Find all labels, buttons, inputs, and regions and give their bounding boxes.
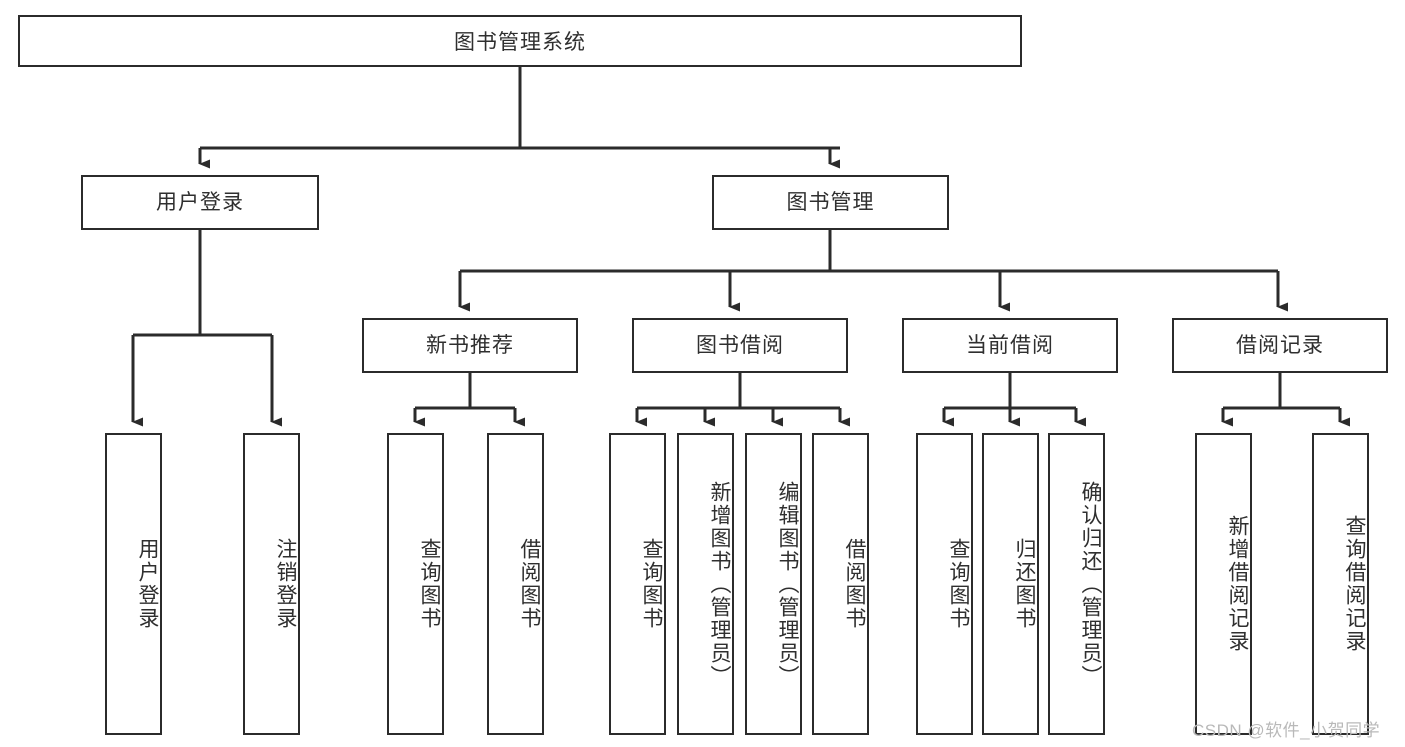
node-leaf-borrow-add-book-label: 新增图书（管理员）	[708, 480, 731, 688]
node-leaf-newbook-query-label: 查询图书	[418, 538, 441, 630]
node-leaf-record-add-label: 新增借阅记录	[1226, 515, 1249, 653]
node-leaf-user-logout[interactable]: 注销登录	[243, 433, 300, 735]
node-current-borrow-label: 当前借阅	[966, 333, 1054, 357]
watermark-text: CSDN @软件_小贺同学	[1192, 721, 1381, 740]
edge-login-to-leaves	[131, 230, 282, 427]
node-leaf-borrow-lend-book[interactable]: 借阅图书	[812, 433, 869, 735]
node-root-label: 图书管理系统	[454, 31, 586, 54]
node-leaf-user-logout-label: 注销登录	[274, 538, 297, 630]
node-book-borrow[interactable]: 图书借阅	[632, 318, 848, 373]
node-leaf-current-return-label: 归还图书	[1013, 538, 1036, 630]
node-leaf-current-confirm-return[interactable]: 确认归还（管理员）	[1048, 433, 1105, 735]
edge-records-to-leaves	[1221, 373, 1350, 427]
node-leaf-user-login-label: 用户登录	[136, 538, 159, 630]
node-book-management[interactable]: 图书管理	[712, 175, 949, 230]
node-book-management-label: 图书管理	[786, 190, 875, 214]
edge-bookmgmt-to-level3	[458, 230, 1288, 312]
edge-borrow-to-leaves	[635, 373, 850, 427]
node-leaf-borrow-lend-book-label: 借阅图书	[843, 538, 866, 630]
node-leaf-record-query[interactable]: 查询借阅记录	[1312, 433, 1369, 735]
node-leaf-borrow-query-label: 查询图书	[640, 538, 663, 630]
node-current-borrow[interactable]: 当前借阅	[902, 318, 1118, 373]
node-leaf-current-confirm-return-label: 确认归还（管理员）	[1079, 480, 1102, 688]
node-user-login[interactable]: 用户登录	[81, 175, 319, 230]
node-leaf-current-return[interactable]: 归还图书	[982, 433, 1039, 735]
edge-current-to-leaves	[942, 373, 1086, 427]
node-leaf-record-add[interactable]: 新增借阅记录	[1195, 433, 1252, 735]
node-new-book-recommend-label: 新书推荐	[426, 333, 514, 357]
node-leaf-current-query[interactable]: 查询图书	[916, 433, 973, 735]
node-borrow-records[interactable]: 借阅记录	[1172, 318, 1388, 373]
node-leaf-current-query-label: 查询图书	[947, 538, 970, 630]
node-leaf-borrow-edit-book-label: 编辑图书（管理员）	[776, 480, 799, 688]
edge-newbook-to-leaves	[413, 373, 525, 427]
node-leaf-record-query-label: 查询借阅记录	[1343, 515, 1366, 653]
node-leaf-newbook-borrow[interactable]: 借阅图书	[487, 433, 544, 735]
node-root[interactable]: 图书管理系统	[18, 15, 1022, 67]
node-borrow-records-label: 借阅记录	[1236, 333, 1324, 357]
node-leaf-newbook-query[interactable]: 查询图书	[387, 433, 444, 735]
node-new-book-recommend[interactable]: 新书推荐	[362, 318, 578, 373]
node-leaf-borrow-query[interactable]: 查询图书	[609, 433, 666, 735]
node-leaf-borrow-edit-book[interactable]: 编辑图书（管理员）	[745, 433, 802, 735]
node-leaf-newbook-borrow-label: 借阅图书	[518, 538, 541, 630]
node-leaf-user-login[interactable]: 用户登录	[105, 433, 162, 735]
node-book-borrow-label: 图书借阅	[696, 333, 784, 357]
edge-root-to-level2	[198, 67, 840, 169]
node-user-login-label: 用户登录	[156, 190, 244, 214]
node-leaf-borrow-add-book[interactable]: 新增图书（管理员）	[677, 433, 734, 735]
